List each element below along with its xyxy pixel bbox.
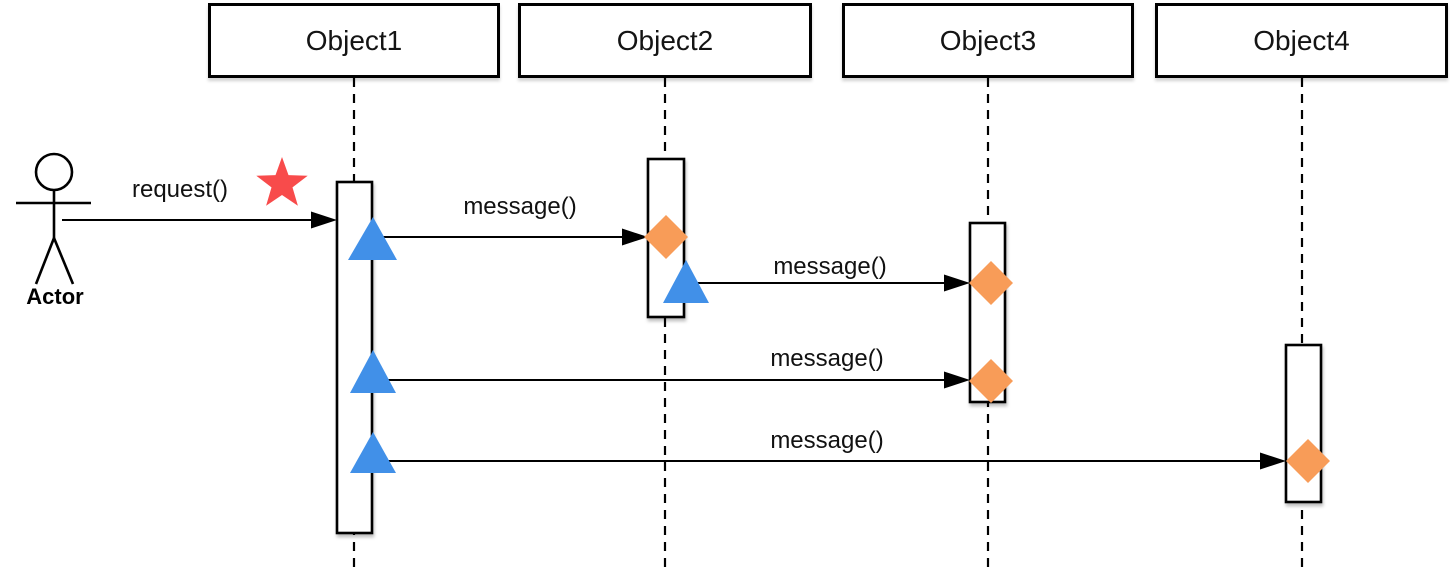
- object-label: Object2: [616, 24, 714, 56]
- message2-arrowhead-icon: [944, 274, 970, 292]
- destination-diamond-icon-object2: [644, 215, 688, 259]
- destination-diamond-icon-object3-msg3: [969, 359, 1013, 403]
- destination-diamond-icon-object3-msg2: [969, 261, 1013, 305]
- origin-triangle-icon-object1-msg4: [350, 432, 396, 473]
- origin-triangle-icon-object1-msg3: [350, 350, 396, 393]
- message-label-request: request(): [131, 176, 229, 203]
- object-label: Object4: [1253, 24, 1350, 56]
- object-box-object3: Object3: [842, 3, 1134, 78]
- actor-leg-left: [34, 237, 56, 285]
- message-label-3: message(): [770, 345, 884, 372]
- message3-arrowhead-icon: [944, 371, 970, 389]
- actor-label: Actor: [26, 284, 84, 309]
- message1-arrowhead-icon: [622, 228, 648, 246]
- red-star-icon: [256, 157, 308, 206]
- destination-diamond-icon-object4: [1286, 439, 1330, 483]
- object-label: Object1: [305, 24, 403, 56]
- message4-arrowhead-icon: [1260, 452, 1286, 470]
- message-label-4: message(): [770, 427, 884, 454]
- object-box-object1: Object1: [208, 3, 500, 78]
- actor-figure: [16, 152, 91, 285]
- object-box-object2: Object2: [518, 3, 812, 78]
- origin-triangle-icon-object1-msg1: [348, 217, 397, 260]
- object-label: Object3: [939, 24, 1037, 56]
- actor-leg-right: [52, 237, 75, 285]
- origin-triangle-icon-object2-msg2: [663, 260, 709, 303]
- object-box-object4: Object4: [1155, 3, 1448, 78]
- message-label-2: message(): [773, 253, 887, 280]
- request-arrowhead-icon: [311, 211, 337, 229]
- actor-head: [34, 152, 74, 192]
- message-label-1: message(): [463, 193, 577, 220]
